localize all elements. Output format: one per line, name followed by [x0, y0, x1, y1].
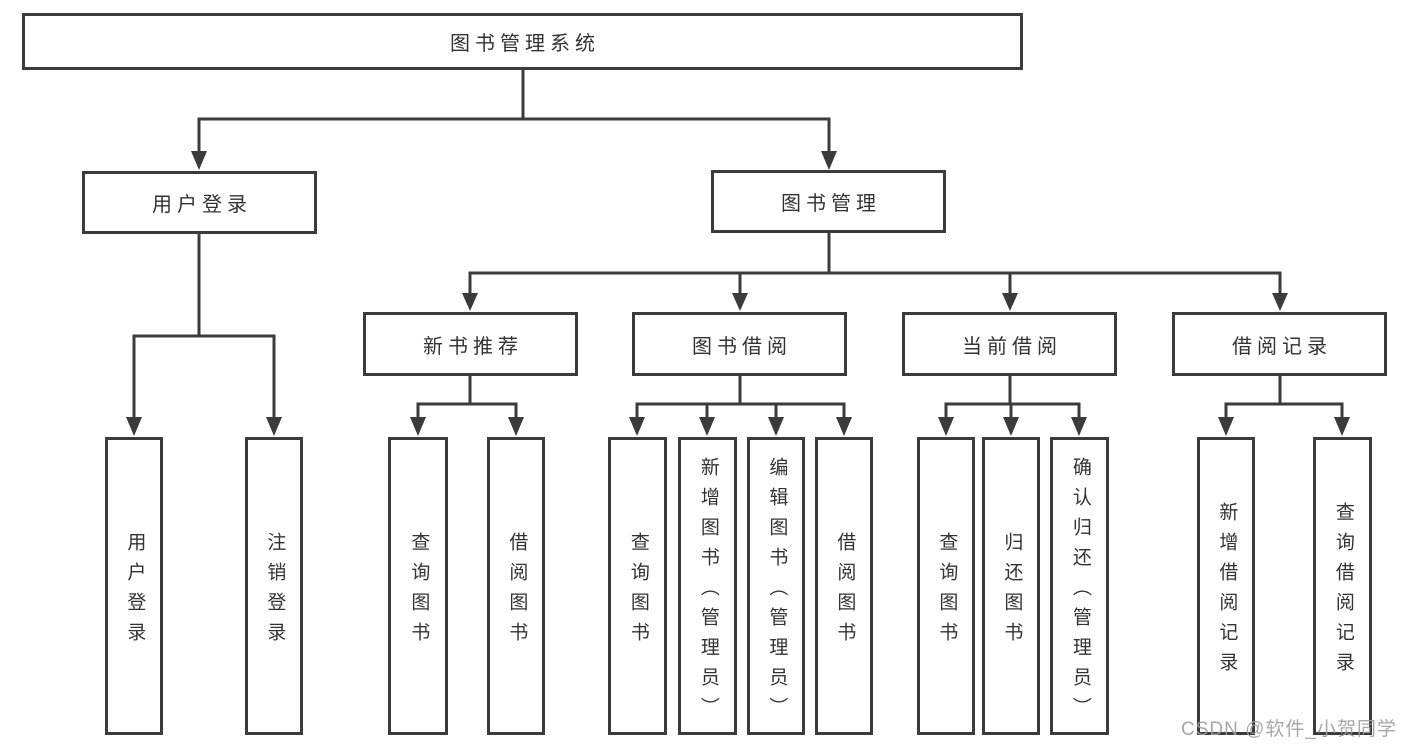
- arrowhead-icon: [191, 151, 207, 170]
- leaf-borrow-query-books: 查询图书: [608, 437, 667, 735]
- leaf-user-login-label: 用户登录: [124, 531, 146, 652]
- arrowhead-icon: [1003, 417, 1019, 436]
- arrowhead-icon: [1334, 417, 1350, 436]
- arrowhead-icon: [266, 417, 282, 436]
- arrowhead-icon: [1071, 417, 1087, 436]
- leaf-records-add-record: 新增借阅记录: [1197, 437, 1255, 735]
- arrowhead-icon: [938, 417, 954, 436]
- node-current-borrowing-label: 当前借阅: [962, 335, 1062, 358]
- node-borrowing-records-label: 借阅记录: [1232, 335, 1332, 358]
- arrowhead-icon: [768, 417, 784, 436]
- leaf-logout-label: 注销登录: [264, 531, 286, 652]
- leaf-current-query-books: 查询图书: [917, 437, 975, 735]
- arrowhead-icon: [508, 417, 524, 436]
- leaf-current-confirm-return-admin: 确认归还（管理员）: [1050, 437, 1109, 735]
- node-current-borrowing: 当前借阅: [902, 312, 1117, 376]
- node-book-management: 图书管理: [711, 170, 946, 233]
- csdn-watermark: CSDN @软件_小贺同学: [1181, 719, 1397, 740]
- node-book-borrowing: 图书借阅: [632, 312, 847, 376]
- leaf-borrow-add-books-admin: 新增图书（管理员）: [678, 437, 737, 735]
- leaf-newrec-query-books: 查询图书: [388, 437, 448, 735]
- arrowhead-icon: [1272, 293, 1288, 311]
- wire-root-to-level2: [197, 68, 831, 154]
- leaf-newrec-borrow-books-label: 借阅图书: [506, 531, 528, 652]
- wire-borrow-to-leaves: [635, 374, 846, 420]
- leaf-records-query-record-label: 查询借阅记录: [1332, 501, 1354, 682]
- leaf-user-login: 用户登录: [105, 437, 163, 735]
- arrowhead-icon: [410, 417, 426, 436]
- node-library-system: 图书管理系统: [22, 13, 1023, 70]
- leaf-records-query-record: 查询借阅记录: [1313, 437, 1372, 735]
- wire-newbook-to-leaves: [416, 374, 518, 420]
- arrowhead-icon: [462, 293, 478, 311]
- leaf-borrow-edit-books-admin: 编辑图书（管理员）: [747, 437, 805, 735]
- node-new-book-recommendation: 新书推荐: [363, 312, 578, 376]
- wire-bookmgmt-to-groups: [468, 231, 1282, 296]
- wire-current-to-leaves: [944, 374, 1081, 420]
- leaf-borrow-edit-books-admin-label: 编辑图书（管理员）: [766, 456, 788, 727]
- leaf-records-add-record-label: 新增借阅记录: [1216, 501, 1238, 682]
- wire-records-to-leaves: [1224, 374, 1344, 420]
- wire-userlogin-to-leaves: [132, 232, 276, 420]
- arrowhead-icon: [699, 417, 715, 436]
- leaf-newrec-borrow-books: 借阅图书: [487, 437, 545, 735]
- arrowhead-icon: [836, 417, 852, 436]
- arrowhead-icon: [126, 417, 142, 436]
- node-new-book-recommendation-label: 新书推荐: [423, 335, 523, 358]
- node-book-management-label: 图书管理: [781, 193, 881, 215]
- leaf-borrow-query-books-label: 查询图书: [627, 531, 649, 652]
- node-user-login-label: 用户登录: [152, 194, 252, 216]
- arrowhead-icon: [821, 151, 837, 170]
- leaf-borrow-borrow-books-label: 借阅图书: [834, 531, 856, 652]
- leaf-borrow-add-books-admin-label: 新增图书（管理员）: [697, 456, 719, 727]
- node-borrowing-records: 借阅记录: [1172, 312, 1387, 376]
- arrowhead-icon: [629, 417, 645, 436]
- leaf-borrow-borrow-books: 借阅图书: [815, 437, 873, 735]
- leaf-current-query-books-label: 查询图书: [936, 531, 958, 652]
- arrowheads: [126, 151, 1350, 436]
- leaf-current-return-books-label: 归还图书: [1001, 531, 1023, 652]
- node-library-system-label: 图书管理系统: [450, 33, 600, 55]
- leaf-newrec-query-books-label: 查询图书: [408, 531, 430, 652]
- arrowhead-icon: [1002, 293, 1018, 311]
- arrowhead-icon: [732, 293, 748, 311]
- leaf-logout: 注销登录: [245, 437, 303, 735]
- node-book-borrowing-label: 图书借阅: [692, 335, 792, 358]
- leaf-current-return-books: 归还图书: [982, 437, 1040, 735]
- node-user-login: 用户登录: [82, 171, 317, 234]
- leaf-current-confirm-return-admin-label: 确认归还（管理员）: [1069, 456, 1091, 727]
- arrowhead-icon: [1218, 417, 1234, 436]
